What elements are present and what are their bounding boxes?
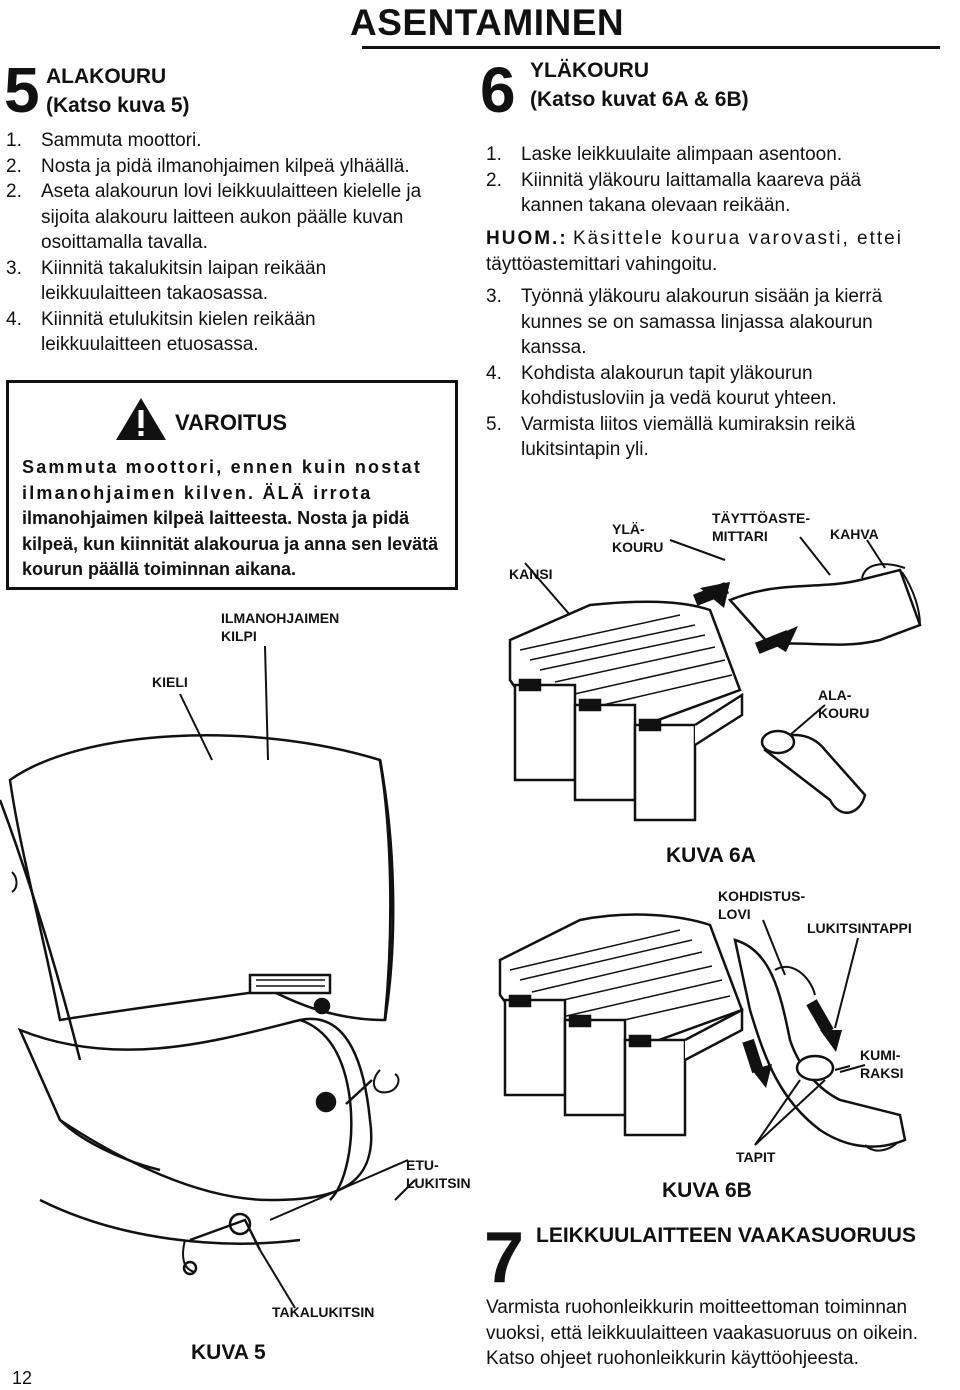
page-title: ASENTAMINEN [350, 2, 625, 43]
warning-box [6, 380, 458, 590]
step-item: 2.Aseta alakourun lovi leikkuulaitteen k… [6, 181, 422, 253]
section-7-title: LEIKKUULAITTEEN VAAKASUORUUS [536, 1224, 916, 1247]
figure-6a-illustration [508, 536, 922, 822]
step-item: 3.Työnnä yläkouru alakourun sisään ja ki… [486, 286, 883, 358]
note-text: Käsittele kourua varovasti, ettei [572, 228, 903, 249]
figure-5-caption: KUVA 5 [191, 1341, 266, 1364]
figure-6a-caption: KUVA 6A [666, 844, 756, 867]
title-rule [362, 46, 940, 49]
label-ylakouru: YLÄ- KOURU [612, 521, 664, 555]
warning-triangle-icon [116, 398, 166, 440]
step-item: 4.Kohdista alakourun tapit yläkourun koh… [486, 362, 837, 410]
warning-text-spaced: Sammuta moottori, ennen kuin nostat ilma… [22, 457, 423, 503]
step-item: 4.Kiinnitä etulukitsin kielen reikään le… [6, 308, 316, 356]
label-etulukitsin: ETU- LUKITSIN [406, 1157, 471, 1191]
figure-6b-illustration [498, 913, 907, 1152]
step-item: 5.Varmista liitos viemällä kumiraksin re… [486, 413, 856, 461]
warning-text-normal: ilmanohjaimen kilpeä laitteesta. Nosta j… [22, 508, 439, 579]
label-tapit: TAPIT [736, 1149, 776, 1165]
section-6-steps-b: 3.Työnnä yläkouru alakourun sisään ja ki… [486, 284, 936, 463]
warning-title: VAROITUS [175, 410, 288, 435]
step-item: 1.Sammuta moottori. [6, 130, 202, 151]
label-kohdistuslovi: KOHDISTUS- LOVI [718, 888, 806, 922]
label-tayttoastemittari: TÄYTTÖASTE- MITTARI [712, 510, 810, 544]
figure-6b-caption: KUVA 6B [662, 1179, 752, 1202]
label-ilmanohjaimen: ILMANOHJAIMEN KILPI [221, 610, 340, 644]
step-item: 1.Laske leikkuulaite alimpaan asentoon. [486, 144, 843, 165]
section-5-subtitle: (Katso kuva 5) [46, 94, 190, 117]
section-6-number: 6 [480, 54, 516, 126]
label-lukitsintappi: LUKITSINTAPPI [807, 920, 912, 936]
section-5-title: ALAKOURU [46, 65, 167, 88]
warning-text: Sammuta moottori, ennen kuin nostat ilma… [22, 455, 454, 583]
section-5-steps: 1.Sammuta moottori. 2.Nosta ja pidä ilma… [6, 128, 446, 358]
label-kansi: KANSI [509, 566, 553, 582]
label-kumiraksi: KUMI- RAKSI [860, 1047, 904, 1081]
label-alakouru: ALA- KOURU [818, 687, 870, 721]
section-5-number: 5 [4, 54, 40, 126]
section-6-title: YLÄKOURU [530, 59, 649, 82]
section-7-number: 7 [484, 1218, 525, 1298]
label-takalukitsin: TAKALUKITSIN [272, 1304, 375, 1320]
section-6-subtitle: (Katso kuvat 6A & 6B) [530, 88, 749, 111]
section-6-note: HUOM.: Käsittele kourua varovasti, ettei… [486, 226, 946, 277]
label-kahva: KAHVA [830, 526, 879, 542]
page-number: 12 [12, 1368, 33, 1388]
figure-5-illustration [0, 645, 416, 1309]
section-7-text: Varmista ruohonleikkurin moitteettoman t… [486, 1297, 918, 1369]
step-item: 2.Nosta ja pidä ilmanohjaimen kilpeä ylh… [6, 155, 410, 177]
note-label: HUOM.: [486, 228, 568, 249]
note-text-2: täyttöastemittari vahingoitu. [486, 253, 718, 275]
step-item: 3.Kiinnitä takalukitsin laipan reikään l… [6, 257, 327, 305]
label-kieli: KIELI [152, 674, 188, 690]
section-6-steps-a: 1.Laske leikkuulaite alimpaan asentoon. … [486, 142, 936, 219]
step-item: 2.Kiinnitä yläkouru laittamalla kaareva … [486, 169, 862, 217]
